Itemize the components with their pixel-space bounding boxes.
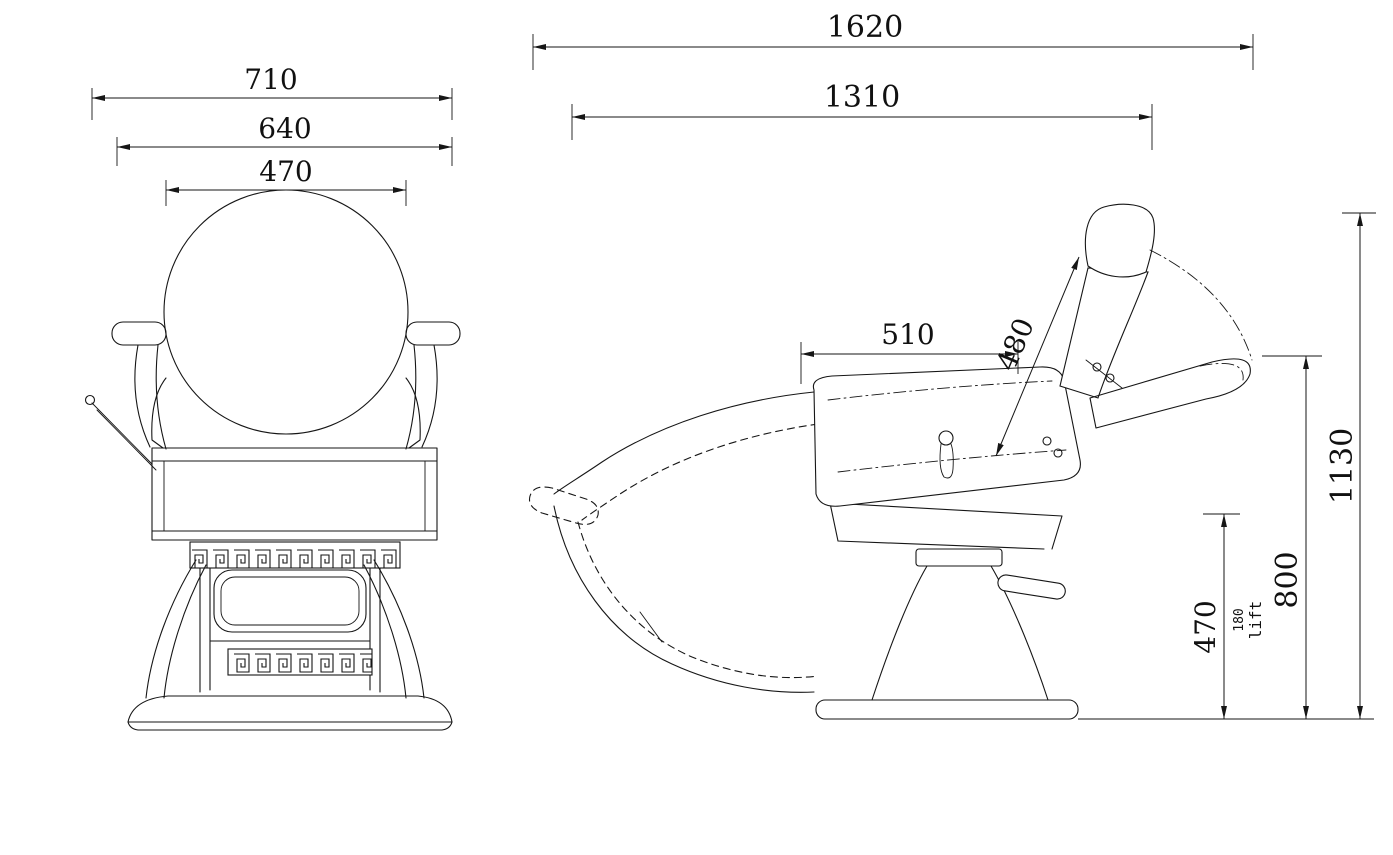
- front-right-armrest-pad: [405, 321, 461, 346]
- side-seat-frame: [829, 502, 1063, 550]
- side-legrest-link: [639, 611, 663, 643]
- front-base-plate: [127, 721, 453, 731]
- front-left-leg-outer: [145, 559, 197, 699]
- side-dimensions: 1620 1310 510 480 1130 800 470 180 lift: [532, 10, 1376, 719]
- front-right-armrest-support: [421, 344, 438, 448]
- front-seat-box: [151, 447, 438, 541]
- side-legrest-arm-lower-phantom: [577, 521, 819, 679]
- lift-value-label: 180: [1232, 608, 1247, 631]
- front-left-leg-inner: [163, 564, 207, 699]
- front-backrest-cushion: [163, 189, 409, 435]
- front-footrest-inner: [220, 576, 360, 626]
- side-pivot-screw-1: [1092, 362, 1102, 372]
- side-base-plate: [815, 699, 1079, 720]
- dim-label-510: 510: [881, 318, 934, 351]
- side-legrest-arm-upper-phantom: [581, 423, 819, 521]
- dimline-480: [995, 256, 1080, 457]
- dim-label-640: 640: [258, 112, 311, 145]
- front-dimensions: 710 640 470: [91, 63, 453, 206]
- ext-710: [91, 88, 453, 120]
- side-legrest-arm-upper: [553, 391, 815, 495]
- side-backrest-upright: [1059, 267, 1149, 399]
- front-ornament-band-lower: [227, 648, 373, 676]
- dim-label-800: 800: [1270, 551, 1305, 608]
- front-lever-knob: [84, 394, 96, 406]
- front-left-armrest-support: [134, 344, 151, 448]
- dim-label-470-side: 470: [1189, 600, 1222, 653]
- dim-label-470: 470: [259, 155, 312, 188]
- ext-470: [165, 180, 407, 206]
- front-base-dome: [127, 695, 453, 723]
- side-lift-mechanism: [915, 548, 1003, 567]
- side-footplate-phantom: [528, 486, 599, 525]
- side-pivot-bracket: [1085, 359, 1123, 389]
- side-pivot-screw-2: [1105, 373, 1115, 383]
- front-lever-rod: [91, 402, 153, 465]
- front-right-leg-outer: [373, 559, 425, 699]
- side-view: [528, 203, 1374, 720]
- front-view: [84, 189, 461, 731]
- front-seat-side-frames: [163, 460, 426, 532]
- front-left-armrest-support-inner: [155, 344, 167, 450]
- front-left-shoulder: [151, 377, 167, 449]
- dim-label-1310: 1310: [824, 80, 900, 115]
- front-lever-rod-2: [96, 409, 157, 471]
- ext-1310: [571, 104, 1153, 150]
- side-pump-handle: [997, 574, 1066, 600]
- front-left-post: [199, 567, 211, 693]
- front-footrest: [213, 569, 367, 633]
- front-right-leg-inner: [363, 564, 407, 699]
- ext-1620: [532, 34, 1254, 70]
- side-legrest-arm-lower: [553, 505, 815, 693]
- dim-label-1130: 1130: [1325, 428, 1360, 504]
- side-backrest-reclined: [1089, 358, 1251, 429]
- side-seat-handle-knob: [938, 430, 954, 446]
- side-seat-handle: [939, 443, 954, 479]
- front-ornament-band-upper: [189, 541, 401, 569]
- dim-label-1620: 1620: [827, 10, 903, 45]
- front-left-armrest-pad: [111, 321, 167, 346]
- side-headrest-upright: [1084, 203, 1155, 278]
- front-right-shoulder: [405, 377, 421, 449]
- dim-label-710: 710: [244, 63, 297, 96]
- side-recline-motion-arc: [1149, 249, 1253, 361]
- side-headrest-reclined-line: [1199, 363, 1244, 381]
- ext-640: [116, 137, 453, 166]
- lift-word-label: lift: [1246, 601, 1265, 640]
- front-right-armrest-support-inner: [405, 344, 417, 450]
